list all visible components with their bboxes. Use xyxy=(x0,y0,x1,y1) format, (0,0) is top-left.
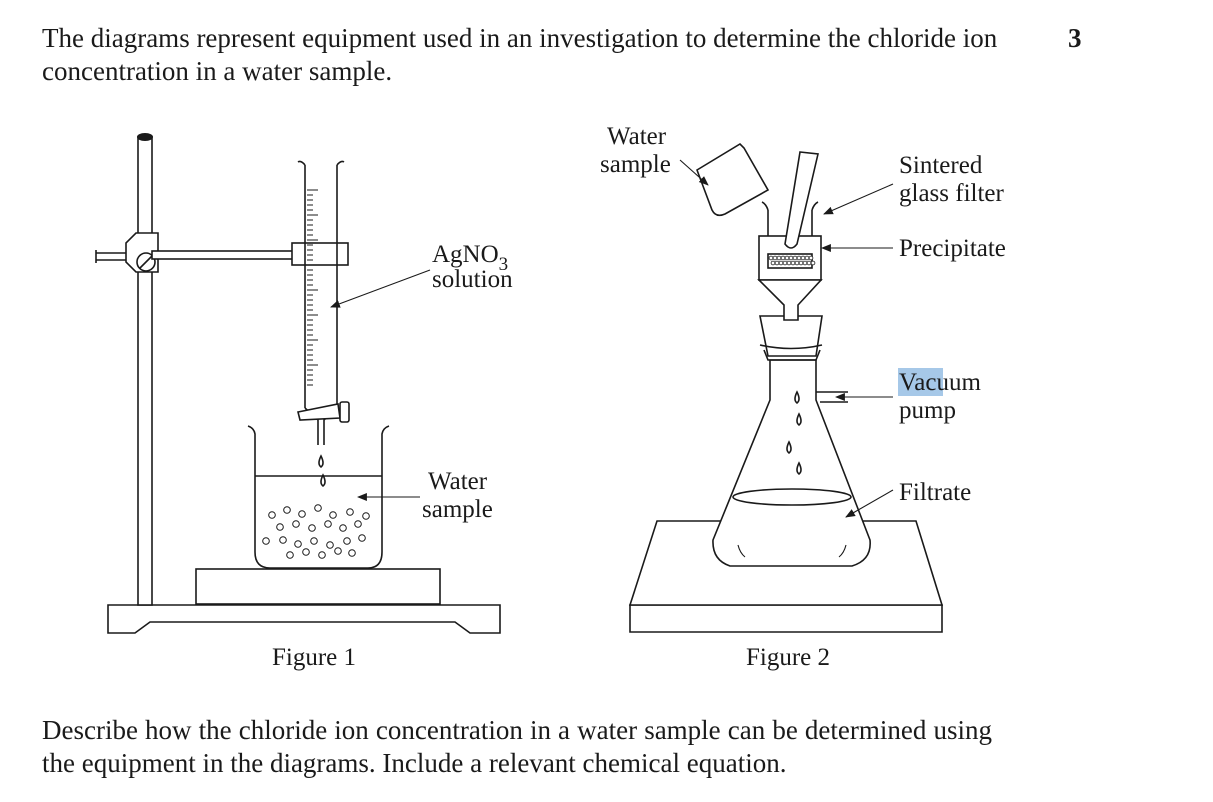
white-tile xyxy=(195,568,441,605)
pump-label: pump xyxy=(899,397,956,424)
stand-rod xyxy=(137,136,153,606)
text-selection-highlight xyxy=(898,368,943,396)
fig2-water-label: Water xyxy=(607,123,667,150)
glass-rod xyxy=(784,151,819,249)
precipitate-label: Precipitate xyxy=(899,235,1006,262)
filtrate-label: Filtrate xyxy=(899,479,971,506)
pouring-beaker xyxy=(696,142,770,217)
question-text: Describe how the chloride ion concentrat… xyxy=(42,715,992,778)
sintered-glass-funnel xyxy=(757,201,823,321)
agno3-solution-label: solution xyxy=(432,266,513,293)
vacuum-label: Vacuum xyxy=(899,369,981,396)
figure-1-caption: Figure 1 xyxy=(272,644,356,671)
figure-1-titration: AgNO3 solution Water sample Figure 1 xyxy=(95,133,513,671)
figure-2-caption: Figure 2 xyxy=(746,644,830,671)
question-number: 3 xyxy=(1068,23,1082,53)
glass-filter-label: glass filter xyxy=(899,180,1005,207)
beaker xyxy=(247,425,390,569)
fig2-sample-label: sample xyxy=(600,151,671,178)
figure-2-filtration: Water sample Sintered glass filter Preci… xyxy=(600,123,1006,671)
fig1-sample-label: sample xyxy=(422,496,493,523)
conical-flask xyxy=(712,359,871,567)
precipitate-in-filter xyxy=(768,255,816,266)
intro-text: The diagrams represent equipment used in… xyxy=(42,23,998,86)
clamp xyxy=(95,232,349,273)
burette xyxy=(297,160,350,445)
fig1-water-label: Water xyxy=(428,468,488,495)
sintered-label: Sintered xyxy=(899,152,983,179)
stand-base xyxy=(107,604,501,634)
burette-graduations xyxy=(307,189,318,386)
precipitate-particles xyxy=(262,504,370,559)
fig2-base xyxy=(629,604,943,633)
rubber-bung xyxy=(759,315,823,357)
agno3-label: AgNO3 xyxy=(432,241,508,275)
